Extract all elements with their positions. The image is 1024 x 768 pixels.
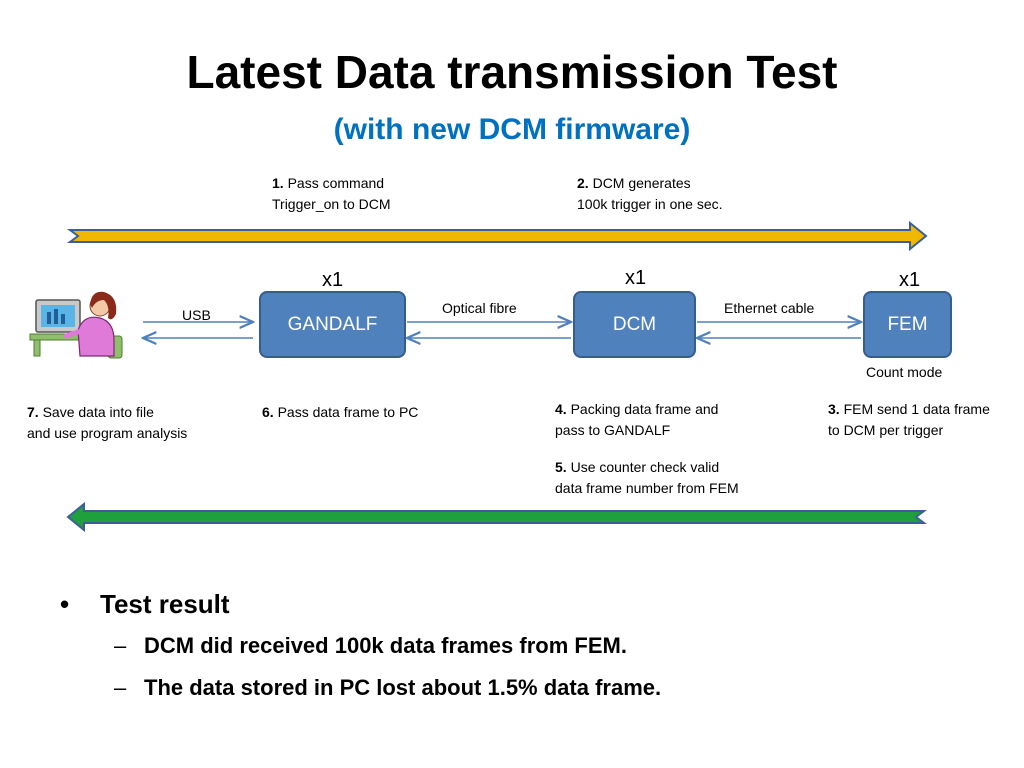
dcm-box: DCM: [573, 291, 696, 358]
step-7-number: 7.: [27, 404, 39, 420]
result-item-text: The data stored in PC lost about 1.5% da…: [144, 675, 662, 700]
usb-label: USB: [182, 307, 211, 323]
step-3-line1: FEM send 1 data frame: [843, 401, 990, 417]
step-5-number: 5.: [555, 459, 567, 475]
step-6-note: 6. Pass data frame to PC: [262, 402, 418, 423]
fem-box: FEM: [863, 291, 952, 358]
top-flow-arrow: [67, 220, 928, 252]
fem-mode-label: Count mode: [866, 364, 943, 380]
step-2-note: 2. DCM generates 100k trigger in one sec…: [577, 173, 723, 215]
step-7-note: 7. Save data into file and use program a…: [27, 402, 187, 444]
step-1-number: 1.: [272, 175, 284, 191]
dcm-label: DCM: [612, 313, 657, 335]
result-item-text: DCM did received 100k data frames from F…: [144, 633, 627, 658]
dash-marker: –: [114, 633, 127, 658]
step-5-line2: data frame number from FEM: [555, 480, 739, 496]
result-heading-item: • Test result: [60, 587, 960, 621]
step-4-line2: pass to GANDALF: [555, 422, 671, 438]
slide-title: Latest Data transmission Test: [186, 46, 838, 98]
result-item: –DCM did received 100k data frames from …: [60, 631, 960, 661]
gandalf-box: GANDALF: [259, 291, 406, 358]
result-item: –The data stored in PC lost about 1.5% d…: [60, 673, 960, 703]
gandalf-label: GANDALF: [287, 313, 378, 335]
step-7-line1: Save data into file: [42, 404, 154, 420]
user-at-computer-icon: [29, 291, 123, 359]
step-1-line1: Pass command: [287, 175, 385, 191]
step-1-line2: Trigger_on to DCM: [272, 196, 391, 212]
bottom-flow-arrow: [66, 501, 927, 533]
dcm-count: x1: [625, 267, 647, 289]
fem-count: x1: [899, 269, 921, 291]
step-6-number: 6.: [262, 404, 274, 420]
bullet-dot: •: [60, 589, 70, 619]
dash-marker: –: [114, 675, 127, 700]
step-4-note: 4. Packing data frame and pass to GANDAL…: [555, 399, 718, 441]
gandalf-count: x1: [322, 269, 344, 291]
step-4-number: 4.: [555, 401, 567, 417]
step-6-line1: Pass data frame to PC: [277, 404, 419, 420]
ethernet-label: Ethernet cable: [724, 300, 815, 316]
step-1-note: 1. Pass command Trigger_on to DCM: [272, 173, 391, 215]
optical-label: Optical fibre: [442, 300, 517, 316]
step-7-line2: and use program analysis: [27, 425, 188, 441]
test-result-section: • Test result –DCM did received 100k data…: [60, 587, 960, 703]
result-heading: Test result: [100, 589, 230, 619]
step-2-number: 2.: [577, 175, 589, 191]
slide-subtitle: (with new DCM firmware): [333, 113, 691, 146]
step-3-number: 3.: [828, 401, 840, 417]
step-5-line1: Use counter check valid: [570, 459, 720, 475]
step-3-note: 3. FEM send 1 data frame to DCM per trig…: [828, 399, 990, 441]
step-2-line1: DCM generates: [592, 175, 691, 191]
fem-label: FEM: [887, 313, 928, 335]
step-5-note: 5. Use counter check valid data frame nu…: [555, 457, 739, 499]
step-3-line2: to DCM per trigger: [828, 422, 944, 438]
step-4-line1: Packing data frame and: [570, 401, 719, 417]
step-2-line2: 100k trigger in one sec.: [577, 196, 723, 212]
